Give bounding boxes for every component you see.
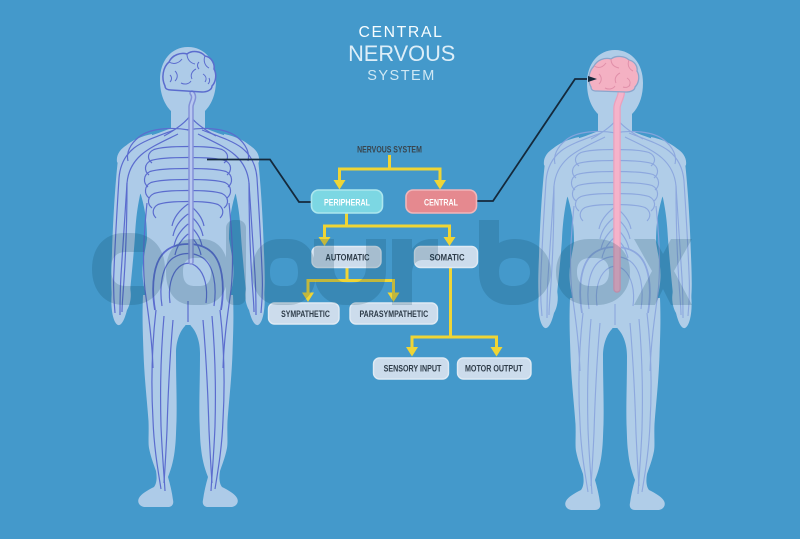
svg-text:NERVOUS: NERVOUS: [348, 41, 455, 66]
svg-text:AUTOMATIC: AUTOMATIC: [325, 253, 369, 263]
svg-text:SYSTEM: SYSTEM: [367, 68, 436, 84]
svg-text:SOMATIC: SOMATIC: [429, 253, 464, 263]
svg-text:CENTRAL: CENTRAL: [359, 24, 444, 41]
svg-text:PERIPHERAL: PERIPHERAL: [324, 198, 370, 208]
svg-text:SYMPATHETIC: SYMPATHETIC: [281, 309, 330, 319]
svg-text:CENTRAL: CENTRAL: [424, 198, 458, 208]
svg-text:NERVOUS SYSTEM: NERVOUS SYSTEM: [357, 145, 422, 155]
svg-text:MOTOR OUTPUT: MOTOR OUTPUT: [465, 364, 523, 374]
svg-text:PARASYMPATHETIC: PARASYMPATHETIC: [359, 309, 428, 319]
svg-text:SENSORY INPUT: SENSORY INPUT: [384, 364, 442, 374]
